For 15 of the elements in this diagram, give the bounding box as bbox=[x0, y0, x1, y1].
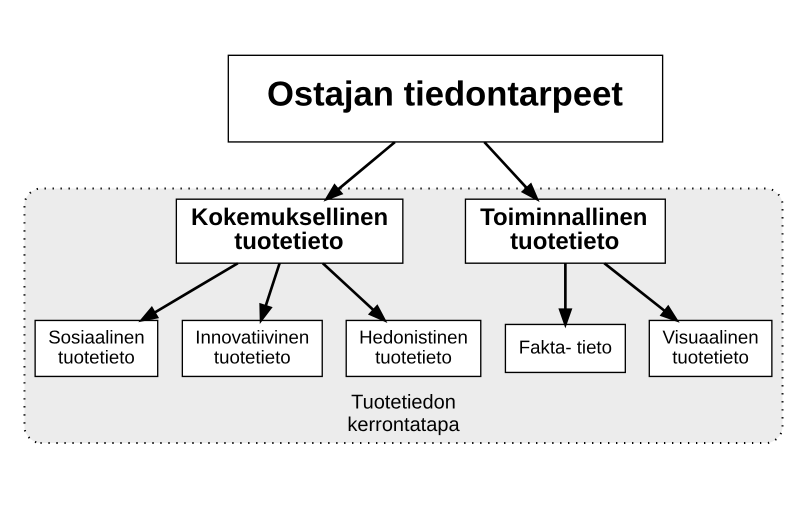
arrow bbox=[138, 262, 238, 322]
node-box: Hedonistinen tuotetieto bbox=[346, 320, 482, 378]
arrow bbox=[322, 262, 388, 323]
arrow bbox=[603, 262, 680, 323]
node-box: Visuaalinen tuotetieto bbox=[648, 320, 773, 378]
arrow bbox=[483, 141, 540, 202]
arrow bbox=[558, 263, 572, 328]
node-box: Innovatiivinen tuotetieto bbox=[182, 320, 323, 378]
node-box: Sosiaalinen tuotetieto bbox=[34, 320, 158, 378]
node-box: Kokemuksellinen tuotetieto bbox=[176, 198, 404, 264]
arrow bbox=[259, 262, 281, 324]
node-box: Fakta- tieto bbox=[504, 324, 626, 374]
node-box: Ostajan tiedontarpeet bbox=[228, 54, 664, 143]
arrow bbox=[324, 141, 396, 202]
node-box: Toiminnallinen tuotetieto bbox=[464, 198, 666, 264]
